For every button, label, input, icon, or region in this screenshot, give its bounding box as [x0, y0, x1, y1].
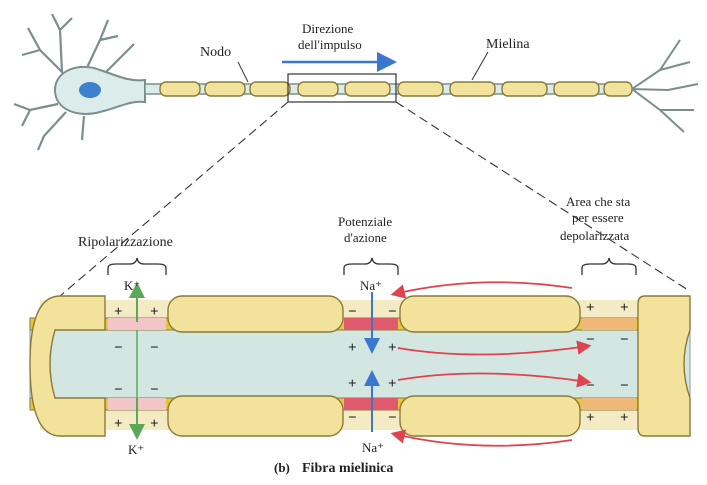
axon-terminals: [632, 40, 698, 132]
label-area-2: per essere: [572, 210, 624, 225]
svg-text:−: −: [388, 410, 397, 426]
svg-text:−: −: [586, 378, 595, 394]
svg-text:−: −: [388, 304, 397, 320]
svg-text:−: −: [150, 382, 159, 398]
svg-text:+: +: [348, 340, 357, 356]
svg-text:+: +: [388, 376, 397, 392]
next-node-top: [582, 318, 636, 330]
svg-text:−: −: [620, 332, 629, 348]
svg-text:−: −: [114, 340, 123, 356]
right-end-cap: [638, 296, 690, 436]
label-myelin: Mielina: [486, 37, 530, 52]
next-node-bottom: [582, 398, 636, 410]
svg-text:−: −: [620, 378, 629, 394]
svg-text:−: −: [150, 340, 159, 356]
svg-text:+: +: [348, 376, 357, 392]
svg-text:+: +: [114, 304, 123, 320]
svg-text:−: −: [348, 304, 357, 320]
caption-title: Fibra mielinica: [302, 461, 393, 476]
label-area-1: Area che sta: [566, 194, 630, 209]
label-direction-1: Direzione: [302, 21, 353, 36]
svg-text:+: +: [150, 304, 159, 320]
caption: (b) Fibra mielinica: [274, 460, 393, 476]
svg-text:−: −: [586, 332, 595, 348]
label-action-potential-1: Potenziale: [338, 214, 392, 229]
zoomed-fiber: + + − − − − + + − − + + + + − − + + − − − − + + K⁺ K…: [30, 194, 690, 457]
label-na-top: Na⁺: [360, 278, 382, 293]
label-k-top: K⁺: [124, 278, 140, 293]
label-na-bottom: Na⁺: [362, 440, 384, 455]
svg-text:+: +: [586, 300, 595, 316]
svg-text:+: +: [620, 410, 629, 426]
svg-text:+: +: [388, 340, 397, 356]
node-leader: [238, 62, 248, 82]
myelin-leader: [472, 52, 488, 80]
brackets: [108, 258, 636, 275]
nucleus: [79, 82, 101, 98]
label-node: Nodo: [200, 45, 231, 60]
svg-text:+: +: [114, 416, 123, 432]
label-action-potential-2: d'azione: [344, 230, 387, 245]
label-k-bottom: K⁺: [128, 442, 144, 457]
caption-prefix: (b): [274, 460, 290, 475]
svg-text:−: −: [348, 410, 357, 426]
svg-text:−: −: [114, 382, 123, 398]
label-area-3: depolarizzata: [560, 228, 630, 243]
label-direction-2: dell'impulso: [298, 37, 362, 52]
neuron-overview: Nodo Direzione dell'impulso Mielina: [14, 14, 698, 150]
label-repolarization: Ripolarizzazione: [78, 235, 173, 250]
svg-text:+: +: [150, 416, 159, 432]
svg-text:+: +: [620, 300, 629, 316]
svg-text:+: +: [586, 410, 595, 426]
